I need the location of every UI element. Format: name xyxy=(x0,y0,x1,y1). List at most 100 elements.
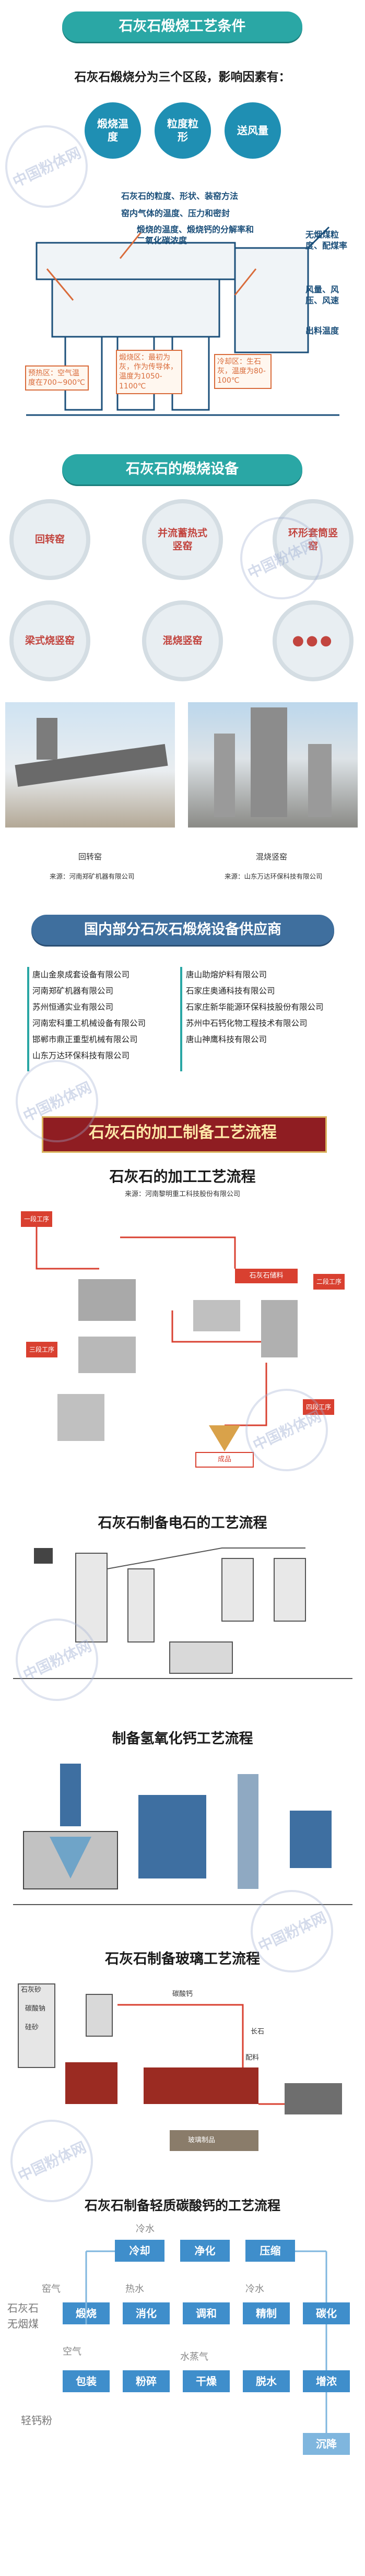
ccc-row3-3: 脱水 xyxy=(243,2370,290,2392)
equipment-beam-shaft: 梁式烧竖窑 xyxy=(9,600,90,681)
supplier-item: 唐山神鹰科技有限公司 xyxy=(186,1035,267,1044)
subtitle-carbide: 石灰石制备电石的工艺流程 xyxy=(98,1515,267,1531)
processing-banner xyxy=(42,1116,327,1153)
ccc-side-5: 冷水 xyxy=(245,2284,264,2295)
glass-label-melt: 熔化 xyxy=(78,2111,92,2119)
equipment-label: 回转窑 xyxy=(34,534,65,546)
supplier-item: 河南宏科重工机械设备有限公司 xyxy=(32,1019,146,1028)
factor-5: 风量、风压、风速 xyxy=(305,285,339,305)
ccc-row2-2: 调和 xyxy=(183,2302,230,2324)
equipment-label: 并流蓄热式竖窑 xyxy=(157,527,207,552)
supplier-item: 苏州中石钙化物工程技术有限公司 xyxy=(186,1019,308,1028)
ccc-row2-4: 碳化 xyxy=(303,2302,350,2324)
equipment-annular-shaft: 环形套筒竖窑 xyxy=(273,499,354,580)
equipment-more: ●●● xyxy=(273,600,354,681)
shaft-kiln-shape xyxy=(214,707,332,817)
glass-label-soda: 碳酸钠 xyxy=(25,2005,46,2013)
subtitle-processing-source: 来源：河南黎明重工科技股份有限公司 xyxy=(124,1190,240,1198)
ccc-side-3: 空气 xyxy=(63,2346,81,2357)
zone-circle-temperature: 煅烧温度 xyxy=(85,102,141,159)
note-cooling: 冷却区：生石灰，温度为80-100℃ xyxy=(214,354,272,389)
glass-label-anneal: 退火 xyxy=(219,2111,233,2119)
photo-source-shaft: 来源：山东万达环保科技有限公司 xyxy=(225,872,323,880)
section-title-calcination: 石灰石煅烧工艺条件 xyxy=(62,11,302,42)
zone-label: 煅烧温度 xyxy=(97,117,128,143)
factor-4: 无烟煤粒度、配煤率 xyxy=(305,230,348,251)
ccc-row3-4: 增浓 xyxy=(303,2370,350,2392)
glass-label-limestone: 石灰砂 xyxy=(21,1986,42,1994)
equipment-label: 梁式烧竖窑 xyxy=(25,635,75,647)
subtitle-glass: 石灰石制备玻璃工艺流程 xyxy=(105,1951,260,1967)
glass-label-form: 成形 xyxy=(172,2111,186,2119)
glass-label-batch: 配料 xyxy=(245,2054,260,2062)
equipment-rotary-kiln: 回转窑 xyxy=(9,499,90,580)
photo-caption-rotary: 回转窑 xyxy=(78,852,102,861)
ccc-top-0: 冷却 xyxy=(115,2240,164,2262)
equipment-label: ●●● xyxy=(292,632,334,648)
glass-label-product: 玻璃制品 xyxy=(188,2136,216,2144)
note-calcine: 煅烧区：最初为灰，作为传导体，温度为1050-1100℃ xyxy=(116,350,182,394)
ccc-row3-1: 粉碎 xyxy=(123,2370,170,2392)
factor-2: 窑内气体的温度、压力和密封 xyxy=(121,208,230,218)
supplier-list-right: 唐山助熔炉料有限公司 石家庄奥通科技有限公司 石家庄新华能源环保科技股份有限公司… xyxy=(186,967,324,1048)
supplier-item: 唐山助熔炉料有限公司 xyxy=(186,970,267,979)
hydroxide-diagram xyxy=(13,1764,352,1905)
supplier-item: 邯郸市鼎正重型机械有限公司 xyxy=(32,1035,138,1044)
supplier-item: 山东万达环保科技有限公司 xyxy=(32,1051,130,1060)
glass-diagram xyxy=(18,1983,342,2151)
equipment-parallel-flow: 并流蓄热式竖窑 xyxy=(142,499,223,580)
ccc-row3-0: 包装 xyxy=(63,2370,110,2392)
photo-caption-shaft: 混烧竖窑 xyxy=(256,852,288,861)
section-title-equipment: 石灰石的煅烧设备 xyxy=(62,454,302,485)
ccc-row2-1: 消化 xyxy=(123,2302,170,2324)
subtitle-hydroxide: 制备氢氧化钙工艺流程 xyxy=(112,1731,253,1747)
equipment-mixed-shaft: 混烧竖窑 xyxy=(142,600,223,681)
ccc-side-4: 水蒸气 xyxy=(180,2352,208,2362)
factor-1: 石灰石的粒度、形状、装窑方法 xyxy=(121,191,239,201)
label-stage1: 一段工序 xyxy=(23,1215,49,1223)
processing-banner-text: 石灰石的加工制备工艺流程 xyxy=(89,1124,277,1142)
processing-flow-diagram xyxy=(21,1211,345,1468)
supplier-list-left: 唐山金泉成套设备有限公司 河南郑矿机器有限公司 苏州恒通实业有限公司 河南宏科重… xyxy=(32,967,146,1064)
equipment-label: 环形套筒竖窑 xyxy=(288,527,338,552)
suppliers-left-panel xyxy=(27,967,181,1071)
suppliers-right-panel xyxy=(180,967,344,1071)
factor-3: 煅烧的温度、煅烧钙的分解率和二氧化碳浓度 xyxy=(137,224,254,245)
label-stage3: 三段工序 xyxy=(29,1346,54,1353)
supplier-item: 石家庄新华能源环保科技股份有限公司 xyxy=(186,1002,324,1012)
section1-intro: 石灰石煅烧分为三个区段，影响因素有： xyxy=(74,70,291,84)
zone-circle-air: 送风量 xyxy=(225,102,281,159)
ccc-output: 轻钙粉 xyxy=(21,2414,52,2427)
label-stage4: 四段工序 xyxy=(305,1403,331,1411)
glass-label-feldspar: 长石 xyxy=(251,2028,265,2036)
factor-6: 出料温度 xyxy=(305,326,339,336)
label-product: 成品 xyxy=(217,1456,231,1463)
kiln-diagram xyxy=(26,226,339,416)
glass-label-silica: 硅砂 xyxy=(25,2024,39,2031)
label-storage: 石灰石储料 xyxy=(249,1272,284,1280)
zone-label: 送风量 xyxy=(237,124,268,137)
ccc-top-2: 压缩 xyxy=(245,2240,295,2262)
zone-label: 粒度粒形 xyxy=(167,117,198,143)
ccc-end: 沉降 xyxy=(303,2433,350,2455)
supplier-item: 苏州恒通实业有限公司 xyxy=(32,1002,114,1012)
photo-source-rotary: 来源：河南郑矿机器有限公司 xyxy=(50,872,135,880)
ccc-side-2: 冷水 xyxy=(136,2224,155,2235)
ccc-side-0: 窑气 xyxy=(42,2284,61,2295)
rotary-kiln-shape xyxy=(15,718,168,787)
note-preheat: 预热区：空气温度在700~900℃ xyxy=(25,365,89,391)
supplier-item: 唐山金泉成套设备有限公司 xyxy=(32,970,130,979)
ccc-side-1: 热水 xyxy=(125,2284,144,2295)
section-title-suppliers: 国内部分石灰石煅烧设备供应商 xyxy=(31,915,334,945)
supplier-item: 河南郑矿机器有限公司 xyxy=(32,986,114,996)
subtitle-processing: 石灰石的加工工艺流程 xyxy=(109,1168,256,1185)
ccc-input-0: 石灰石 xyxy=(7,2302,39,2314)
label-stage2: 二段工序 xyxy=(316,1278,342,1285)
ccc-connectors xyxy=(85,2250,327,2433)
ccc-top-1: 净化 xyxy=(180,2240,230,2262)
ccc-row3-2: 干燥 xyxy=(183,2370,230,2392)
subtitle-ccc: 石灰石制备轻质碳酸钙的工艺流程 xyxy=(84,2198,280,2213)
glass-label-caco3: 碳酸钙 xyxy=(172,1990,193,1998)
ccc-input-1: 无烟煤 xyxy=(7,2318,39,2330)
equipment-label: 混烧竖窑 xyxy=(162,635,203,647)
